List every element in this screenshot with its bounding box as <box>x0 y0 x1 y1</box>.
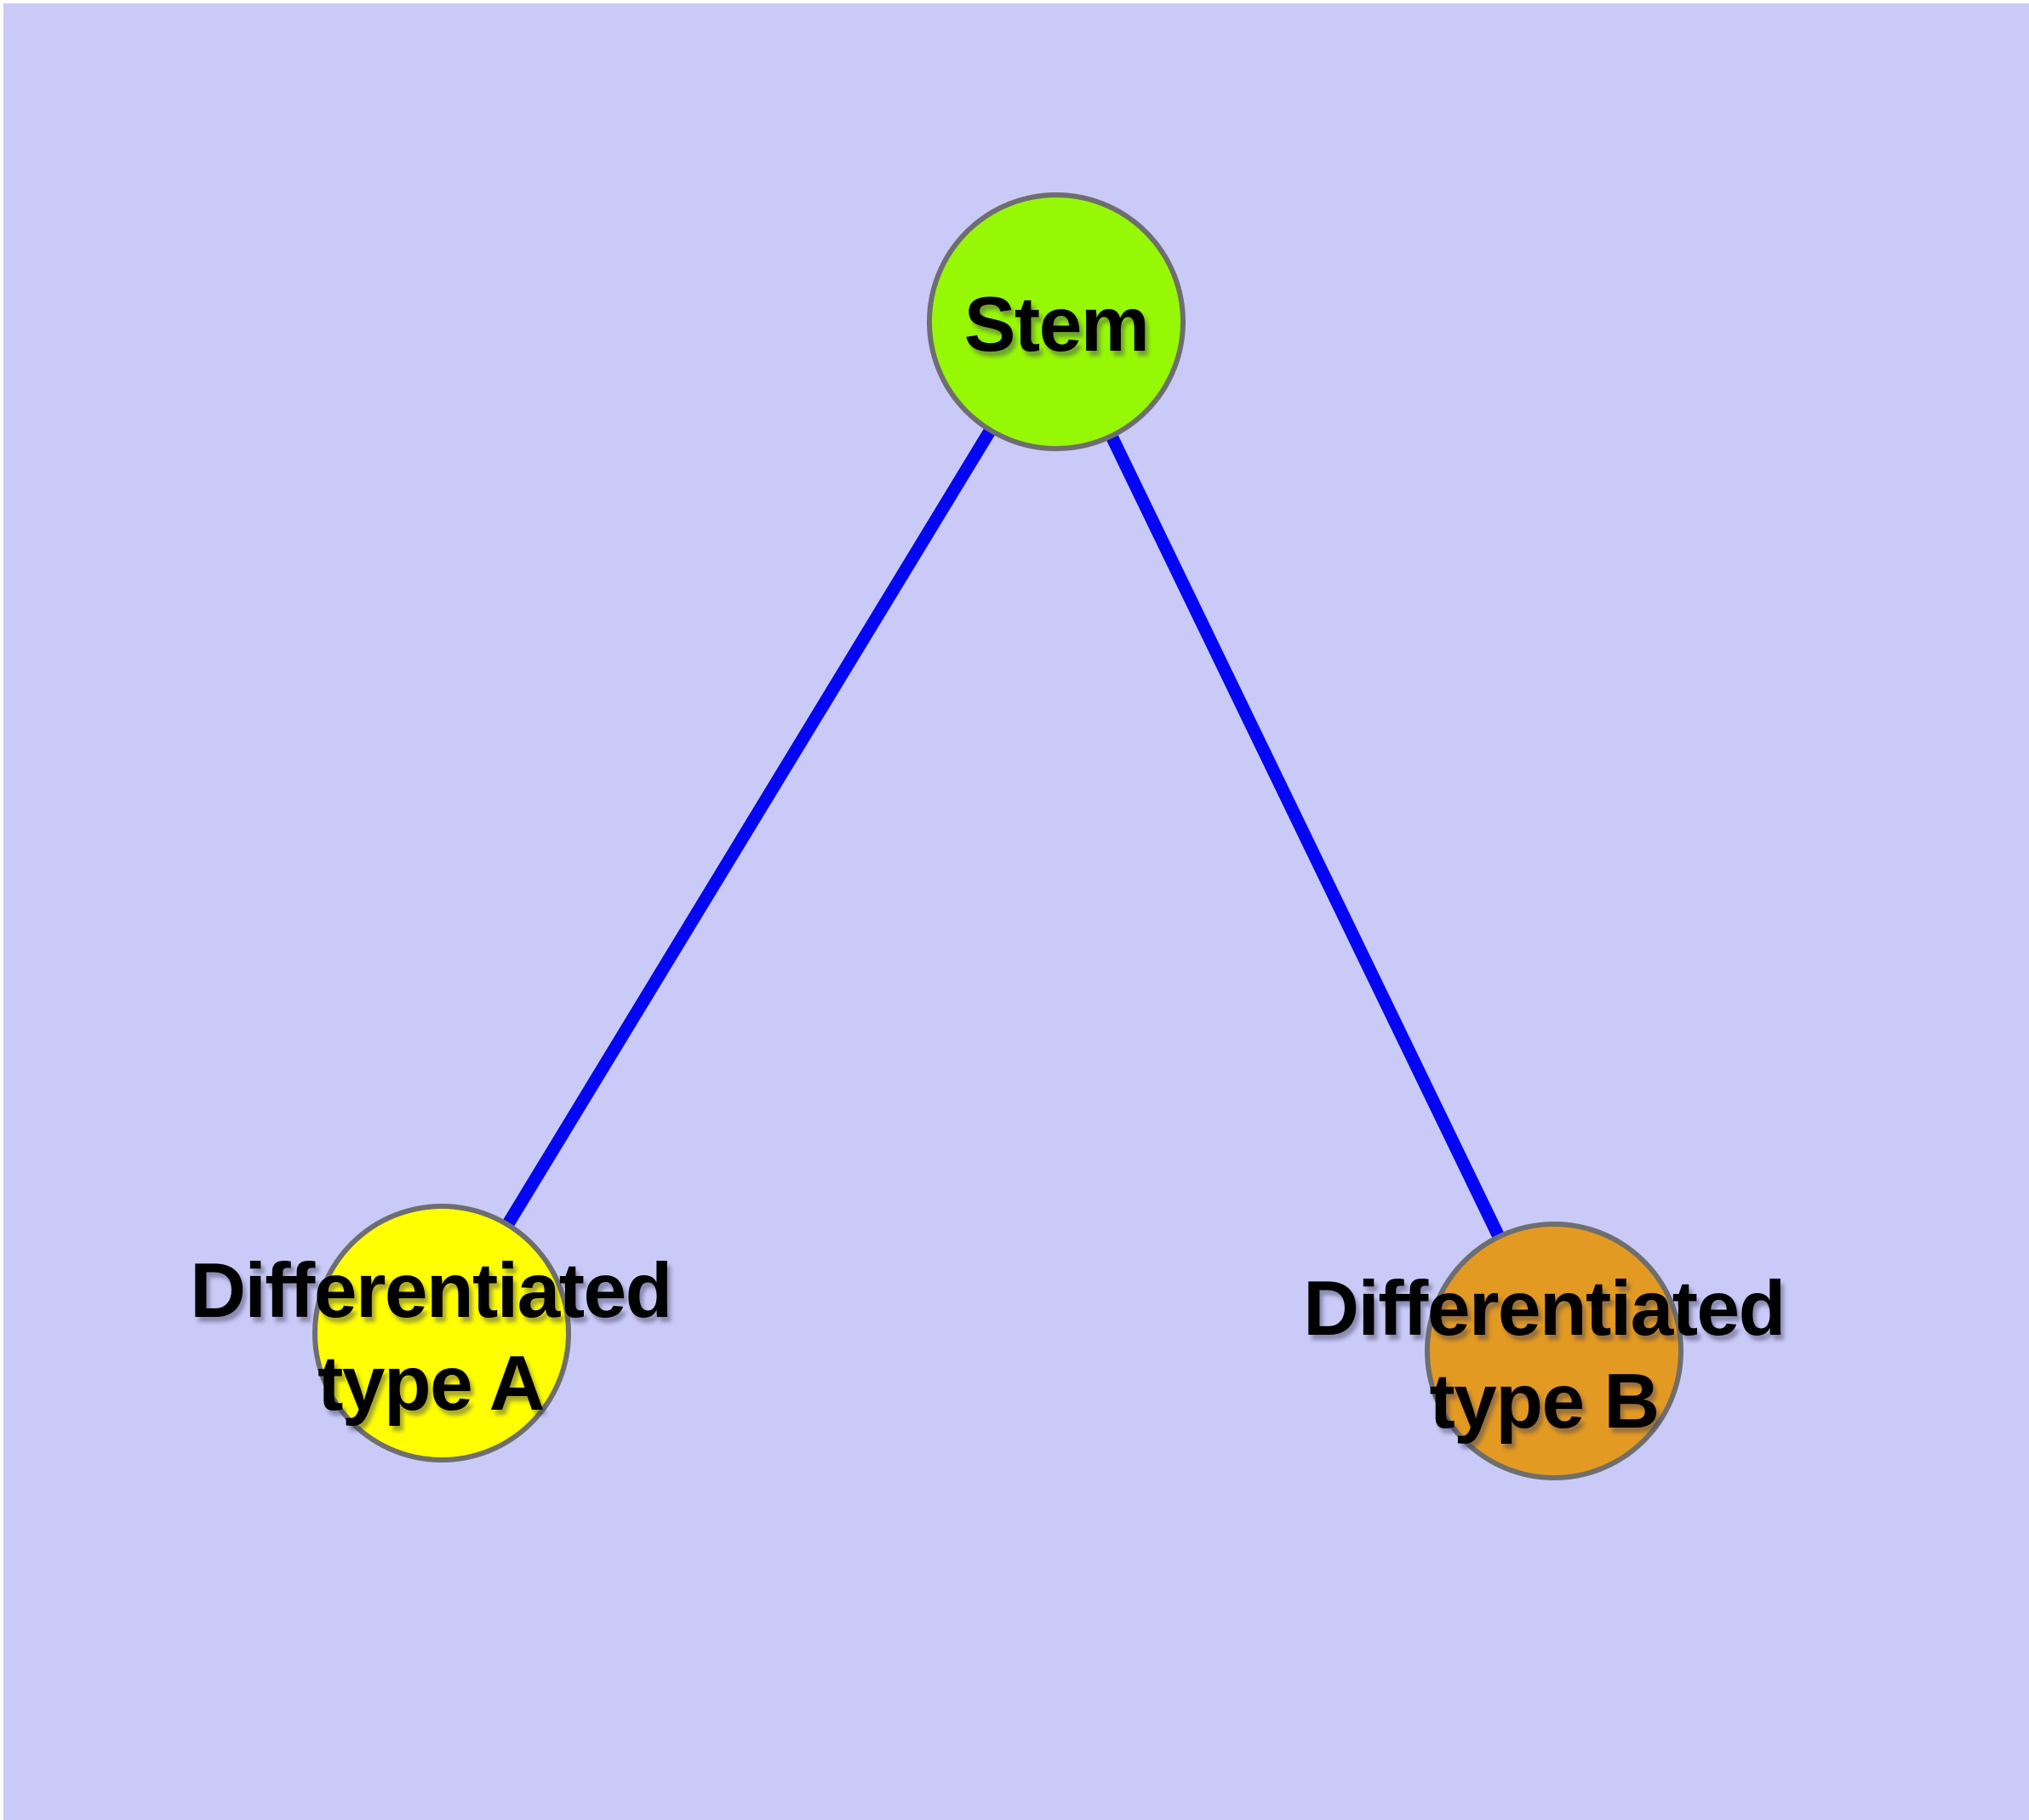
node-differentiated-type-a <box>312 1204 571 1462</box>
edge-layer <box>436 318 1560 1354</box>
diagram-canvas: Stem Differentiated type A Differentiate… <box>3 3 2029 1820</box>
node-stem <box>927 192 1186 451</box>
edge-stem-to-type-b <box>1050 318 1560 1354</box>
node-differentiated-type-b <box>1425 1222 1683 1480</box>
edge-stem-to-type-a <box>436 318 1062 1336</box>
